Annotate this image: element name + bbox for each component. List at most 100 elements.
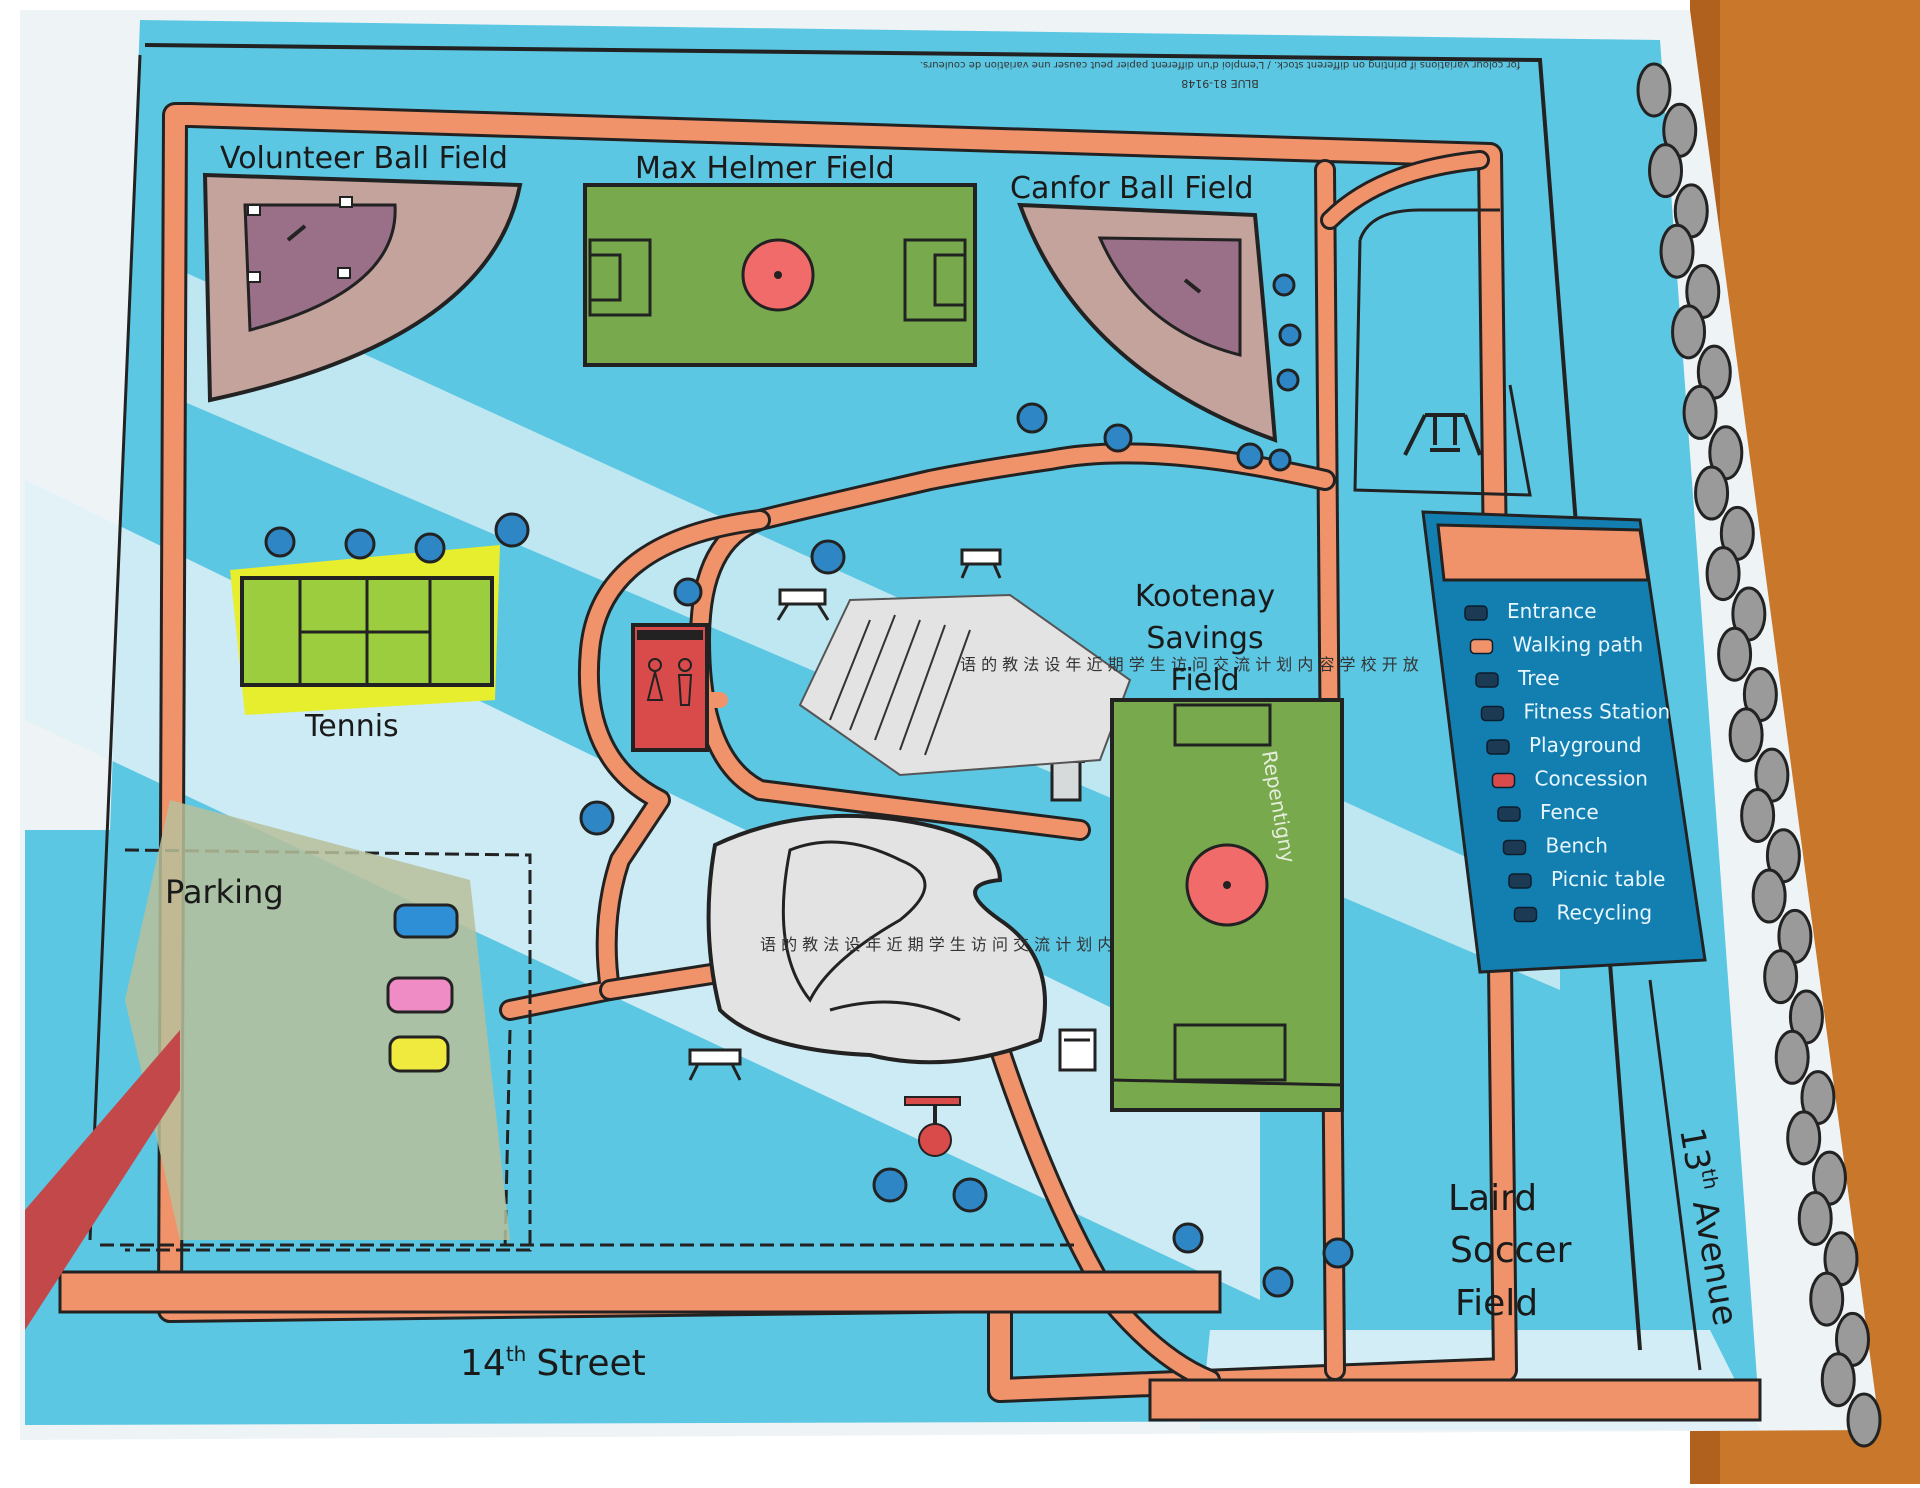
chain-link-icon — [1671, 304, 1707, 360]
concession-building — [631, 623, 709, 752]
volunteer-ball-field-label: Volunteer Ball Field — [220, 141, 508, 176]
picnic-table-icon — [688, 1048, 742, 1081]
legend-item-label: Recycling — [1557, 901, 1653, 925]
legend-item-label: Fence — [1540, 800, 1599, 824]
tree-icon — [1475, 672, 1499, 688]
chain-link-icon — [1705, 546, 1741, 602]
legend-item: Entrance — [1464, 599, 1597, 623]
tree-icon — [1172, 1222, 1204, 1254]
kootenay-label-line3: Field — [1170, 663, 1239, 698]
chain-link-icon — [1740, 787, 1776, 843]
newsprint-patch-upper: 语 的 教 法 设 年 近 期 学 生 访 问 交 流 计 划 内 容 学 校 … — [798, 593, 1419, 777]
car-yellow-icon — [388, 1035, 450, 1073]
kootenay-savings-field — [1110, 698, 1344, 1112]
max-helmer-field — [583, 183, 977, 367]
kootenay-label-line1: Kootenay — [1135, 579, 1275, 614]
laird-label-line1: Laird — [1448, 1178, 1537, 1219]
legend-item: Concession — [1491, 767, 1649, 791]
tree-icon — [414, 532, 446, 564]
max-helmer-field-label: Max Helmer Field — [635, 151, 895, 186]
tree-icon — [1236, 442, 1264, 470]
fitness-station-icon — [1480, 705, 1505, 722]
tree-icon — [1268, 448, 1292, 472]
fence-icon — [1497, 806, 1521, 822]
chain-link-icon — [1809, 1271, 1845, 1327]
print-note: BLUE 81-9148 for colour variations if pr… — [920, 59, 1520, 90]
thirteenth-avenue-number: 13 — [1671, 1125, 1718, 1175]
chain-link-icon — [1636, 62, 1672, 118]
legend-item-label: Walking path — [1513, 633, 1644, 657]
tree-icon — [1016, 402, 1048, 434]
legend-item: Bench — [1502, 834, 1608, 858]
tree-icon — [673, 577, 703, 607]
chain-link-icon — [1751, 868, 1787, 924]
chain-link-icon — [1763, 949, 1799, 1005]
chain-link-icon — [1694, 465, 1730, 521]
chain-link-icon — [1786, 1110, 1822, 1166]
chain-link-icon — [1648, 143, 1684, 199]
legend-item-label: Concession — [1535, 767, 1649, 791]
fitness-station-icon — [904, 1096, 961, 1157]
tree-icon — [1272, 273, 1296, 297]
tree-icon — [1322, 1237, 1354, 1269]
red-edge-accent — [25, 1030, 180, 1330]
tennis-courts — [230, 545, 500, 715]
tree-icon — [1262, 1266, 1294, 1298]
entrance-icon — [1464, 605, 1488, 621]
fourteenth-street-suffix: th — [506, 1342, 527, 1366]
laird-label-line2: Soccer — [1450, 1230, 1572, 1271]
legend-item: Tree — [1475, 666, 1560, 690]
picnic-table-icon — [776, 588, 830, 621]
newsprint-text-upper: 语 的 教 法 设 年 近 期 学 生 访 问 交 流 计 划 内 容 学 校 … — [960, 655, 1419, 674]
tree-icon — [1276, 368, 1300, 392]
chain-link-icon — [1659, 223, 1695, 279]
concession-icon — [1491, 772, 1516, 789]
newsprint-text-lower: 语 的 教 法 设 年 近 期 学 生 访 问 交 流 计 划 内 容 学 校 … — [760, 935, 1219, 954]
tree-icon — [579, 800, 615, 836]
chain-link-icon — [1820, 1352, 1856, 1408]
walking-path-icon — [1469, 638, 1494, 655]
chain-link-icon — [1774, 1029, 1810, 1085]
canfor-ball-field — [1017, 202, 1278, 443]
legend-item: Picnic table — [1508, 867, 1665, 891]
tree-icon — [872, 1167, 908, 1203]
picnic-table-icon — [960, 548, 1002, 579]
parked-cars — [386, 903, 459, 1073]
bench-icon — [1058, 1028, 1097, 1072]
chain-link-icon — [1846, 1392, 1882, 1448]
fourteenth-street-number: 14 — [460, 1343, 506, 1384]
tennis-label: Tennis — [304, 709, 399, 744]
tree-icon — [344, 528, 376, 560]
legend-item-label: Bench — [1546, 834, 1608, 858]
legend-item: Walking path — [1469, 633, 1644, 657]
legend-item-label: Fitness Station — [1524, 700, 1671, 724]
fourteenth-street-band — [58, 1270, 1222, 1314]
legend-item-label: Picnic table — [1551, 867, 1665, 891]
legend-item-label: Tree — [1517, 666, 1560, 690]
tree-icon — [264, 526, 296, 558]
legend-header — [1436, 523, 1650, 582]
legend-panel — [1421, 510, 1707, 974]
chain-link-icon — [1728, 707, 1764, 763]
newsprint-patch-lower: 语 的 教 法 设 年 近 期 学 生 访 问 交 流 计 划 内 容 学 校 … — [706, 813, 1219, 1065]
car-pink-icon — [386, 976, 454, 1014]
legend-item-label: Playground — [1529, 733, 1641, 757]
recycling-icon — [1513, 906, 1538, 923]
legend-item: Fitness Station — [1480, 700, 1671, 724]
canfor-ball-field-label: Canfor Ball Field — [1010, 171, 1254, 206]
bench-icon — [1502, 839, 1527, 856]
legend-item: Recycling — [1513, 901, 1653, 925]
laird-label-line3: Field — [1455, 1283, 1538, 1324]
picnic-table-icon — [1508, 873, 1532, 889]
volunteer-ball-field — [202, 172, 523, 403]
print-note-line1: BLUE 81-9148 — [1181, 77, 1259, 90]
playground-icon — [1486, 739, 1510, 755]
picnic-tables — [688, 548, 1097, 1081]
boundary-left — [88, 54, 142, 1241]
legend-item: Playground — [1486, 733, 1641, 757]
car-blue-icon — [393, 903, 459, 939]
chain-border — [1636, 62, 1882, 1448]
fourteenth-street-word: Street — [536, 1343, 645, 1384]
